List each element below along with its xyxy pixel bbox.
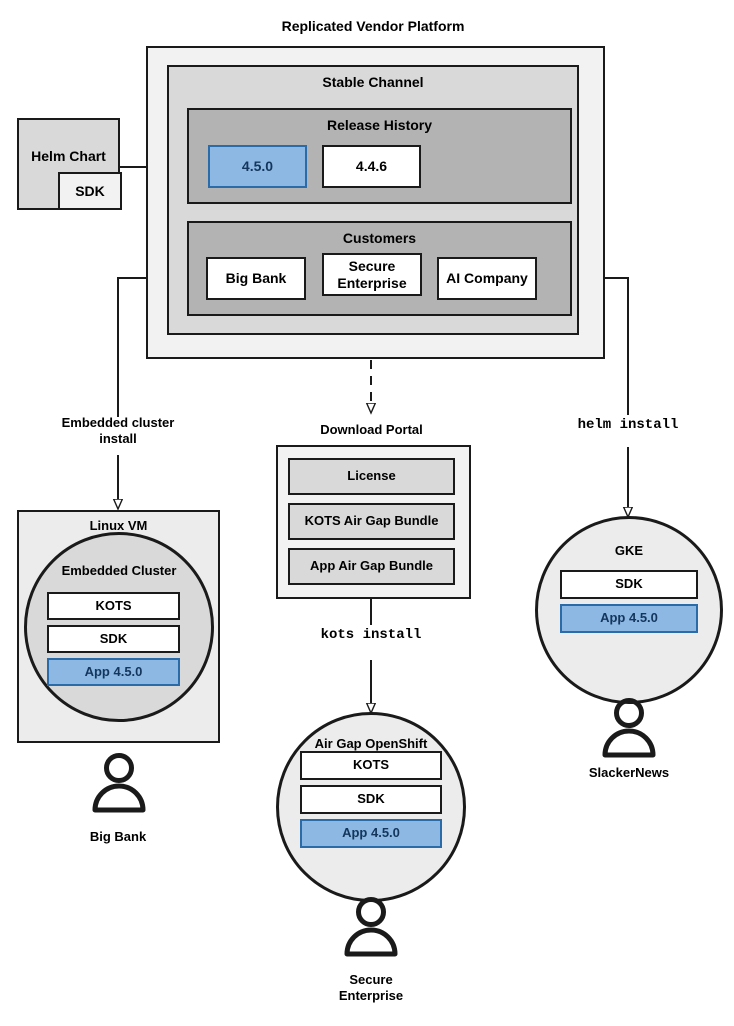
user-label-secure-enterprise: Secure Enterprise — [338, 972, 404, 1003]
openshift-component-sdk-label: SDK — [357, 791, 385, 807]
helm-chart-sdk-box[interactable]: SDK — [58, 172, 122, 210]
gke-component-sdk[interactable]: SDK — [560, 570, 698, 599]
release-4-5-0-label: 4.5.0 — [241, 158, 274, 175]
linux-vm-component-sdk-label: SDK — [99, 630, 128, 646]
openshift-component-app[interactable]: App 4.5.0 — [300, 819, 442, 848]
embedded-cluster-label: Embedded Cluster — [61, 563, 177, 578]
download-portal-item-license[interactable]: License — [288, 458, 455, 495]
customer-ai-company-box[interactable]: AI Company — [437, 257, 537, 300]
gke-component-sdk-label: SDK — [615, 576, 643, 592]
customer-big-bank-box[interactable]: Big Bank — [206, 257, 306, 300]
download-portal-item-app-airgap[interactable]: App Air Gap Bundle — [288, 548, 455, 585]
platform-title: Replicated Vendor Platform — [281, 18, 465, 34]
openshift-component-kots-label: KOTS — [352, 757, 390, 773]
linux-vm-component-kots[interactable]: KOTS — [47, 592, 180, 620]
user-label-big-bank: Big Bank — [89, 829, 147, 844]
customer-big-bank-label: Big Bank — [225, 270, 287, 287]
user-icon-big-bank — [92, 753, 146, 813]
helm-chart-box[interactable]: Helm Chart — [17, 118, 120, 210]
stable-channel-label: Stable Channel — [322, 74, 424, 90]
customers-label: Customers — [342, 230, 417, 246]
openshift-component-kots[interactable]: KOTS — [300, 751, 442, 780]
user-icon-secure-enterprise — [344, 897, 398, 957]
user-icon-slackernews — [602, 698, 656, 758]
linux-vm-component-app-label: App 4.5.0 — [84, 663, 143, 679]
connector-label-helm-install: helm install — [577, 417, 679, 433]
release-history-label: Release History — [326, 117, 433, 133]
download-portal-item-kots-airgap-label: KOTS Air Gap Bundle — [304, 513, 439, 529]
download-portal-item-kots-airgap[interactable]: KOTS Air Gap Bundle — [288, 503, 455, 540]
customer-secure-enterprise-label: Secure Enterprise — [337, 258, 407, 291]
connector-label-embedded-cluster-install: Embedded cluster install — [61, 415, 175, 446]
customer-secure-enterprise-box[interactable]: Secure Enterprise — [322, 253, 422, 296]
linux-vm-component-kots-label: KOTS — [95, 597, 132, 613]
linux-vm-component-sdk[interactable]: SDK — [47, 625, 180, 653]
connector-label-kots-install: kots install — [320, 627, 422, 643]
release-4-5-0-box[interactable]: 4.5.0 — [208, 145, 307, 188]
download-portal-item-license-label: License — [347, 468, 396, 484]
helm-chart-label: Helm Chart — [31, 147, 106, 164]
openshift-component-sdk[interactable]: SDK — [300, 785, 442, 814]
user-label-slackernews: SlackerNews — [588, 765, 670, 780]
gke-component-app-label: App 4.5.0 — [600, 610, 658, 626]
helm-chart-sdk-label: SDK — [75, 182, 105, 199]
gke-label: GKE — [614, 543, 644, 558]
air-gap-openshift-label: Air Gap OpenShift — [314, 736, 428, 751]
release-4-4-6-label: 4.4.6 — [355, 158, 388, 175]
customer-ai-company-label: AI Company — [446, 270, 528, 287]
linux-vm-component-app[interactable]: App 4.5.0 — [47, 658, 180, 686]
release-4-4-6-box[interactable]: 4.4.6 — [322, 145, 421, 188]
gke-component-app[interactable]: App 4.5.0 — [560, 604, 698, 633]
download-portal-item-app-airgap-label: App Air Gap Bundle — [309, 558, 434, 574]
download-portal-title: Download Portal — [320, 422, 423, 437]
openshift-component-app-label: App 4.5.0 — [342, 825, 400, 841]
linux-vm-label: Linux VM — [89, 518, 148, 533]
